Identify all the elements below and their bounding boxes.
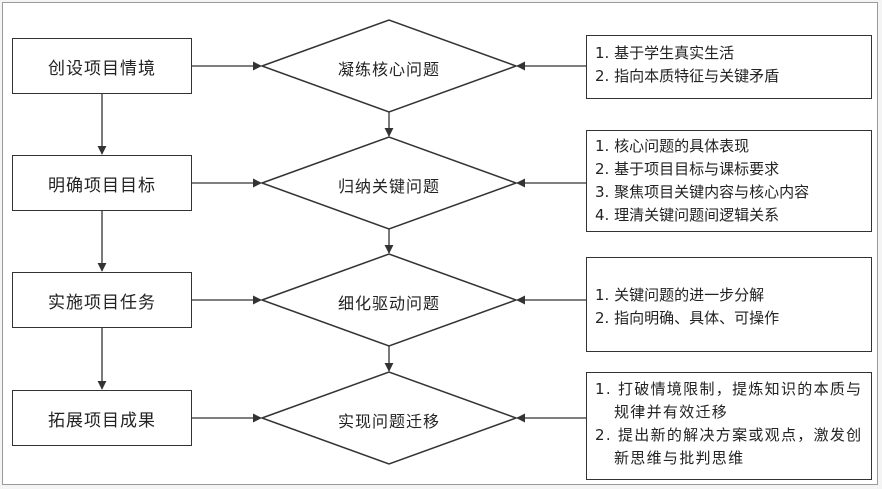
note-2-line-3: 3. 聚焦项目关键内容与核心内容 xyxy=(595,183,810,201)
note-box-2: 1. 核心问题的具体表现 2. 基于项目目标与课标要求 3. 聚焦项目关键内容与… xyxy=(586,130,872,232)
note-box-1: 1. 基于学生真实生活 2. 指向本质特征与关键矛盾 xyxy=(586,35,872,99)
question-diamond-3 xyxy=(259,253,519,347)
stage-box-2: 明确项目目标 xyxy=(12,155,192,211)
stage-box-4: 拓展项目成果 xyxy=(12,390,192,446)
stage-label-4: 拓展项目成果 xyxy=(48,410,156,431)
stage-label-3: 实施项目任务 xyxy=(48,292,156,313)
note-2-line-4: 4. 理清关键问题间逻辑关系 xyxy=(595,206,780,224)
stage-label-2: 明确项目目标 xyxy=(48,175,156,196)
stage-label-1: 创设项目情境 xyxy=(48,58,156,79)
note-4-line-1: 1. 打破情境限制，提炼知识的本质与规律并有效迁移 xyxy=(595,380,863,421)
question-diamond-1 xyxy=(259,19,519,113)
note-box-3: 1. 关键问题的进一步分解 2. 指向明确、具体、可操作 xyxy=(586,257,872,352)
question-label-1: 凝练核心问题 xyxy=(337,60,440,79)
question-label-4: 实现问题迁移 xyxy=(337,412,440,431)
note-box-4: 1. 打破情境限制，提炼知识的本质与规律并有效迁移 2. 提出新的解决方案或观点… xyxy=(586,372,872,480)
question-diamond-2 xyxy=(259,136,519,230)
question-label-3: 细化驱动问题 xyxy=(337,294,440,313)
stage-box-1: 创设项目情境 xyxy=(12,38,192,94)
note-1-line-2: 2. 指向本质特征与关键矛盾 xyxy=(595,67,780,85)
question-label-2: 归纳关键问题 xyxy=(337,177,440,196)
note-3-line-1: 1. 关键问题的进一步分解 xyxy=(595,286,765,304)
question-diamond-4 xyxy=(259,371,519,465)
note-1-line-1: 1. 基于学生真实生活 xyxy=(595,44,735,62)
note-2-line-2: 2. 基于项目目标与课标要求 xyxy=(595,160,780,178)
note-4-line-2: 2. 提出新的解决方案或观点，激发创新思维与批判思维 xyxy=(595,426,863,467)
stage-box-3: 实施项目任务 xyxy=(12,272,192,328)
note-3-line-2: 2. 指向明确、具体、可操作 xyxy=(595,309,780,327)
note-2-line-1: 1. 核心问题的具体表现 xyxy=(595,137,750,155)
